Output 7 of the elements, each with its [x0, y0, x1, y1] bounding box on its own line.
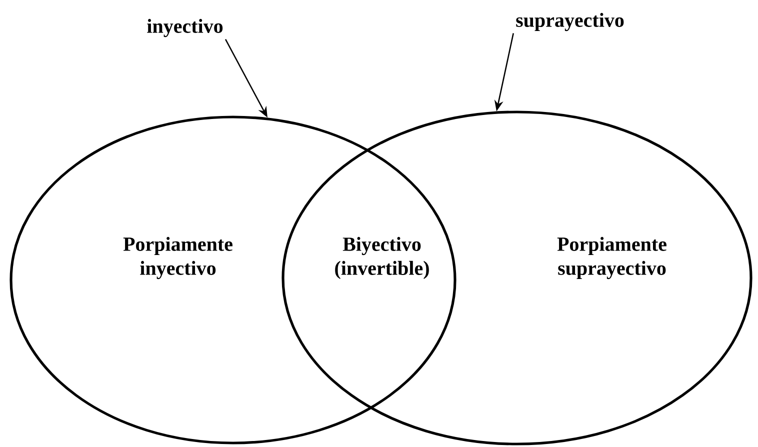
set-label: inyectivo — [147, 18, 223, 38]
set-ellipse — [282, 110, 752, 446]
region-label: Biyectivo (invertible) — [335, 236, 429, 280]
set-ellipse — [10, 116, 456, 444]
set-label: suprayectivo — [516, 12, 624, 32]
region-label: Porpiamente inyectivo — [123, 236, 232, 280]
region-label: Porpiamente suprayectivo — [557, 236, 666, 280]
